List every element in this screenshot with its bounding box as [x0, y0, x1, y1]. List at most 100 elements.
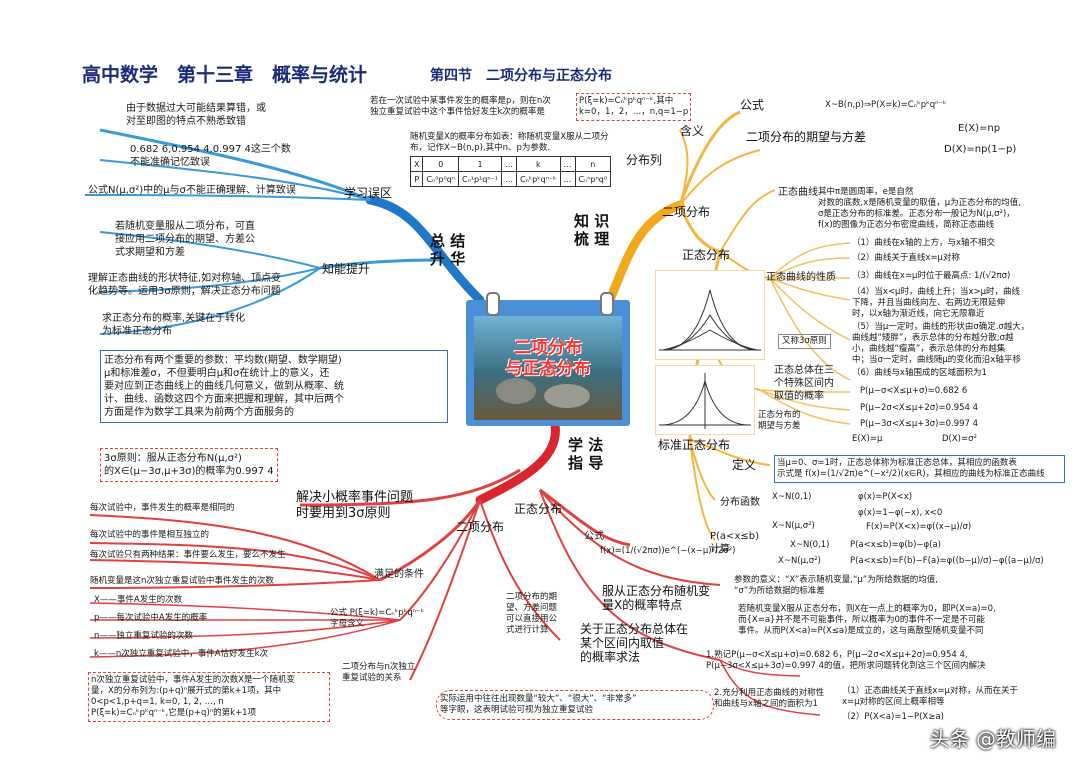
interval-sub: （2）P(X<a)=1−P(X≥a) — [842, 712, 944, 722]
relation-text: n次独立重复试验中，事件A发生的次数X是一个随机变 量，X的分布列为:(p+q)… — [88, 672, 330, 722]
stone-shape — [544, 384, 590, 408]
interval-item: 2.充分利用正态曲线的对称性 和曲线与x轴之间的面积为1 — [714, 688, 825, 709]
prop-item: （1）曲线在x轴的上方，与x轴不相交 — [852, 238, 995, 248]
symbol-item: X——事件A发生的次数 — [94, 595, 183, 605]
three-zone-item: P(μ−3σ<X≤μ+3σ)=0.997 4 — [860, 419, 979, 429]
ability-item: 求正态分布的概率,关键在于转化 为标准正态分布 — [102, 313, 246, 337]
binomial-label: 二项分布 — [662, 205, 711, 219]
normal-curves-figure — [655, 270, 765, 360]
meaning-text: 若在一次试验中某事件发生的概率是p，则在n次 独立重复试验中这个事件恰好发生k次… — [370, 96, 551, 117]
dist-cell: X — [409, 156, 424, 172]
bottom-binomial-label: 二项分布 — [456, 520, 505, 534]
feature-item: 若随机变量X服从正态分布，则X在一点上的概率为0，即P(X=a)=0, 而{X=… — [738, 604, 996, 636]
expect-label: 二项分布的期望与方差 — [746, 130, 867, 144]
three-zone-label: 正态总体在三 个特殊区间内 取值的概率 — [774, 365, 834, 402]
prop-item: （4）当x<μ时，曲线上升；当x>μ时，曲线 下降，并且当曲线向左、右两边无限延… — [852, 287, 1021, 319]
mistake-item: 公式N(μ,σ²)中的μ与σ不能正确理解、计算致误 — [88, 185, 296, 196]
dist-cell: Cₙᵏpᵏqⁿ⁻ᵏ — [515, 171, 561, 187]
interval-sub: （1）正态曲线关于直线x=μ对称，从而在关于 x=μ对称的区间上概率相等 — [842, 686, 1018, 707]
dist-formula: φ(x)=P(X<x) — [858, 492, 913, 502]
meaning-formula: P(ξ=k)=Cₙᵏpᵏqⁿ⁻ᵏ,其中 k=0，1，2，…，n,q=1−p — [576, 93, 692, 121]
feature-item: 参数的意义：“X”表示随机变量,“μ”为所给数据的均值, “σ”为所给数据的标准… — [734, 575, 938, 596]
dist-formula: φ(x)=1−φ(−x), x<0 — [858, 508, 943, 518]
def-text: 当μ=0、σ=1时，正态总体称为标准正态总体，其相应的函数表 示式是 f(x)=… — [774, 455, 1065, 483]
prop-item: （2）曲线关于直线x=μ对称 — [852, 253, 960, 263]
dist-type: X~N(0,1) — [772, 492, 812, 502]
ability-item: 若随机变量服从二项分布，可直 接应用二项分布的期望、方差公 式求期望和方差 — [115, 221, 255, 258]
ability-item: 理解正态曲线的形状特征,如对称轴、顶点变 化趋势等。运用3σ原则，解决正态分布问… — [88, 273, 282, 297]
three-sigma-alias: 又称3σ原则 — [778, 334, 831, 349]
dist-func-label: 分布函数 — [720, 497, 760, 508]
three-zone-item: P(μ−2σ<X≤μ+2σ)=0.954 4 — [860, 403, 979, 413]
condition-item: 每次试验中的事件是相互独立的 — [90, 530, 210, 540]
section-title: 第四节 二项分布与正态分布 — [430, 68, 612, 84]
prop-item: （3）曲线在x=μ时位于最高点: 1/(√2πσ) — [852, 271, 1011, 281]
note-box: 正态分布有两个重要的参数：平均数(期望、数学期望) μ和标准差σ，不但要明白μ和… — [100, 350, 448, 423]
interval-label: 关于正态分布总体在 某个区间内取值 的概率求法 — [580, 622, 689, 664]
relation-label: 二项分布与n次独立 重复试验的关系 — [342, 662, 416, 683]
center-title-line1: 二项分布 — [514, 338, 582, 358]
formula-text: X~B(n,p)⇒P(X=k)=Cₙᵏpᵏqⁿ⁻ᵏ — [825, 100, 947, 110]
symbol-item: p——每次试验中A发生的概率 — [94, 613, 208, 623]
normal-label: 正态分布 — [682, 248, 731, 262]
dist-cell: … — [559, 171, 576, 187]
dist-cell: … — [500, 171, 517, 187]
condition-item: 随机变量是这n次独立重复试验中事件发生的次数 — [90, 576, 274, 586]
std-label: 标准正态分布 — [658, 438, 731, 452]
dist-formula: F(x)=P(X<x)=φ((x−μ)/σ) — [866, 522, 972, 532]
formula-label: 公式 — [740, 98, 765, 112]
dist-row-p: P Cₙ⁰p⁰qⁿ Cₙ¹p¹qⁿ⁻¹ … Cₙᵏpᵏqⁿ⁻ᵏ … Cₙⁿpⁿq… — [409, 171, 612, 187]
dist-formula: P(a<x≤b)=F(b)−F(a)=φ((b−μ)/σ)−φ((a−μ)/σ) — [850, 556, 1044, 566]
prop-item: （6）曲线与x轴围成的区域面积为1 — [852, 368, 987, 378]
dist-cell: k — [515, 156, 561, 172]
calendar-ring-icon — [600, 292, 614, 316]
condition-item: 每次试验中，事件发生的概率是相同的 — [90, 503, 235, 513]
dist-table: X 0 1 … k … n P Cₙ⁰p⁰qⁿ Cₙ¹p¹qⁿ⁻¹ … Cₙᵏp… — [409, 156, 612, 187]
interval-item: 1.熟记P(μ−σ<X≤μ+σ)=0.682 6，P(μ−2σ<X≤μ+2σ)=… — [706, 650, 986, 671]
small-prob: 解决小概率事件问题 时要用到3σ原则 — [296, 490, 414, 521]
dist-cell: Cₙⁿpⁿq⁰ — [574, 171, 612, 187]
dist-row-x: X 0 1 … k … n — [409, 156, 612, 172]
center-title-line2: 与正态分布 — [505, 359, 591, 379]
dist-label: 分布列 — [626, 153, 663, 167]
symbols-label: 公式 P(ξ=k)=Cₙᵏpᵏqⁿ⁻ᵏ 字母含义 — [330, 608, 425, 629]
props-label: 正态曲线的性质 — [766, 272, 836, 283]
bottom-formula-text: f(x)=(1/(√2πσ))e^(−(x−μ)²/2σ²) — [600, 546, 736, 556]
practice-note: 实际运用中往往出现数量“较大”、“很大”、“非常多” 等字眼，这表明试验可视为独… — [436, 690, 714, 720]
calendar-ring-icon — [486, 292, 500, 316]
normal-expect-label: 正态分布的 期望与方差 — [758, 410, 801, 431]
center-calendar: 二项分布 与正态分布 — [466, 292, 630, 426]
calc-label: P(a<x≤b) 计算 — [710, 531, 759, 555]
branch-summary: 总 结 升 华 — [430, 232, 466, 268]
dist-type: X~N(0,1) — [790, 540, 830, 550]
dist-formula: P(a<x≤b)=φ(b)−φ(a) — [850, 540, 941, 550]
meaning-label: 含义 — [680, 124, 705, 138]
standard-curve-figure — [655, 365, 755, 435]
bottom-formula-label: 公式 — [584, 531, 604, 542]
condition-item: 每次试验只有两种结果：事件要么发生，要么不发生 — [90, 550, 286, 560]
curve-text: 其中π是圆周率，e是自然 对数的底数,x是随机变量的取值，μ为正态分布的均值, … — [818, 187, 1021, 230]
mistake-item: 0.682 6,0.954 4,0.997 4这三个数 不能准确记忆致误 — [130, 144, 291, 168]
dist-cell: … — [559, 156, 576, 172]
three-zone-item: P(μ−σ<X≤μ+σ)=0.682 6 — [860, 386, 968, 396]
def-label: 定义 — [732, 458, 757, 472]
dist-cell: P — [409, 171, 424, 187]
dist-cell: Cₙ¹p¹qⁿ⁻¹ — [458, 171, 502, 187]
branch-knowledge: 知 识 梳 理 — [574, 212, 610, 248]
symbol-item: k——n次独立重复试验中，事件A恰好发生k次 — [94, 649, 269, 659]
ability-label: 知能提升 — [322, 262, 371, 276]
mistake-item: 由于数据过大可能结果算错，或 对至即图的特点不熟悉致错 — [126, 103, 266, 127]
expect-value: E(X)=np — [958, 123, 1001, 134]
curve-label: 正态曲线 — [778, 187, 818, 198]
normal-variance: D(X)=σ² — [942, 434, 977, 444]
normal-expect: E(X)=μ — [852, 434, 883, 444]
page-title: 高中数学 第十三章 概率与统计 — [82, 64, 368, 86]
dist-type: X~N(μ,σ²) — [778, 556, 821, 566]
symbol-item: n——独立重复试验的次数 — [94, 631, 193, 641]
bottom-normal-label: 正态分布 — [514, 502, 563, 516]
feature-label: 服从正态分布随机变 量X的概率特点 — [602, 584, 711, 612]
variance-value: D(X)=np(1−p) — [944, 144, 1017, 155]
calc-note: 二项分布的期 望、方差问题 可以直接用公 式进行计算 — [506, 592, 558, 635]
dist-type: X~N(μ,σ²) — [772, 521, 815, 531]
